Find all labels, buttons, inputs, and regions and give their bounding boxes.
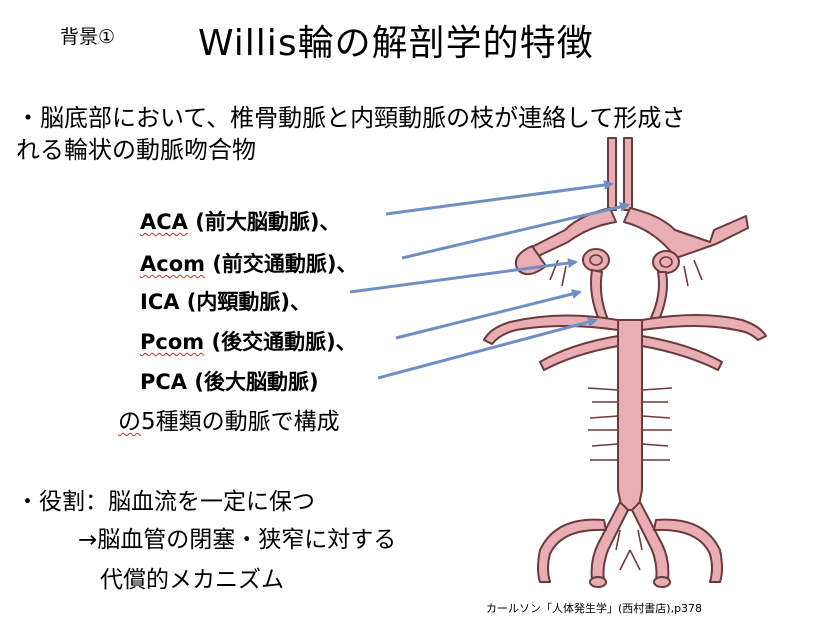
artery-name: (前大脳動脈)、 xyxy=(187,210,341,234)
sca-vessel-left xyxy=(539,335,619,371)
artery-abbr: ACA xyxy=(140,210,188,234)
vertebral-stump-left xyxy=(589,576,607,588)
artery-item-acom: Acom (前交通動脈)、 xyxy=(140,248,358,278)
bullet-definition-line1: ・脳底部において、椎骨動脈と内頸動脈の枝が連絡して形成さ xyxy=(16,104,686,132)
artery-name: (前交通動脈)、 xyxy=(205,252,358,276)
artery-abbr: ICA xyxy=(140,290,180,314)
pica-vessel-left xyxy=(537,518,607,583)
arrow-ica xyxy=(349,258,578,294)
pica-vessel-right xyxy=(653,518,723,583)
arrow-pca xyxy=(377,317,598,380)
sca-vessel-right xyxy=(641,335,723,371)
arrow-aca xyxy=(385,180,614,216)
summary-prefix: の xyxy=(118,409,141,435)
artery-item-aca: ACA (前大脳動脈)、 xyxy=(140,206,340,236)
artery-abbr: PCA xyxy=(140,370,188,394)
artery-name: (内頸動脈)、 xyxy=(179,290,311,314)
artery-summary: の5種類の動脈で構成 xyxy=(118,402,340,436)
artery-abbr: Pcom xyxy=(140,330,205,354)
slide-title: Willis輪の解剖学的特徴 xyxy=(198,23,594,64)
bullet-definition-line2: れる輪状の動脈吻合物 xyxy=(16,136,256,164)
summary-text: 5種類の動脈で構成 xyxy=(141,409,340,435)
pca-vessel-right xyxy=(641,314,767,341)
artery-abbr: Acom xyxy=(140,252,206,276)
artery-name: (後大脳動脈) xyxy=(187,370,319,394)
bullet-role-line2: →脳血管の閉塞・狭窄に対する xyxy=(78,527,397,553)
bullet-role-line3: 代償的メカニズム xyxy=(100,567,284,593)
artery-item-pcom: Pcom (後交通動脈)、 xyxy=(140,326,357,356)
vertebral-stump-right xyxy=(653,576,671,588)
artery-name: (後交通動脈)、 xyxy=(204,330,357,354)
arrow-acom xyxy=(401,201,630,260)
circle-of-willis-illustration xyxy=(483,137,767,588)
citation: カールソン「人体発生学」(西村書店),p378 xyxy=(486,602,703,615)
mca-vessel-right xyxy=(623,207,749,259)
bullet-role-line1: ・役割：脳血流を一定に保つ xyxy=(16,489,315,515)
artery-item-pca: PCA (後大脳動脈) xyxy=(140,366,319,396)
artery-item-ica: ICA (内頸動脈)、 xyxy=(140,286,311,316)
arrow-pcom xyxy=(395,289,582,340)
section-tag: 背景① xyxy=(60,26,116,48)
